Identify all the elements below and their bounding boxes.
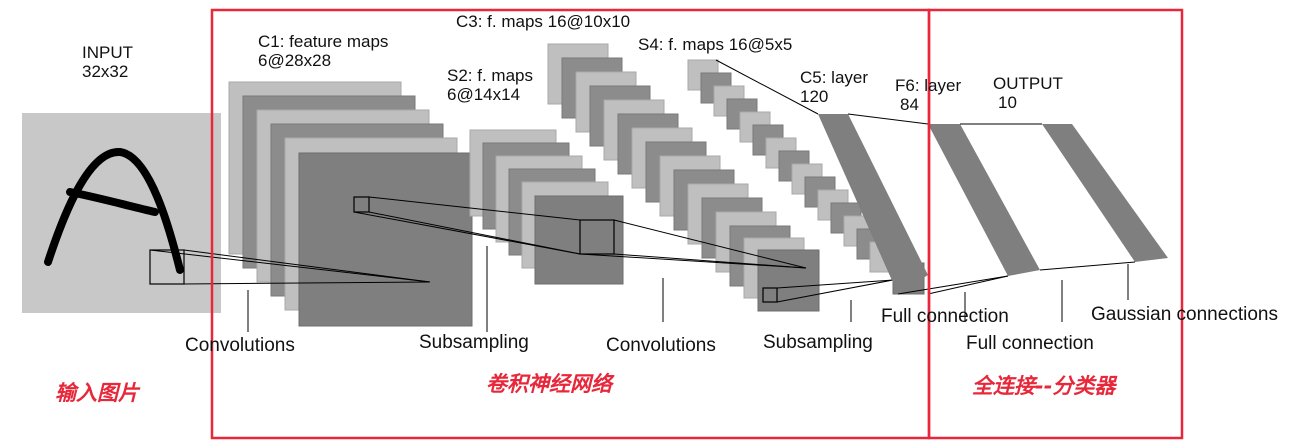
output-label: OUTPUT <box>993 74 1063 93</box>
sub2-projection-lines <box>776 279 894 303</box>
c3-receptive-field <box>762 287 778 303</box>
classifier-frame <box>927 8 1184 440</box>
input-image-annotation: 输入图片 <box>55 381 139 405</box>
conv2-projection-lines <box>579 219 807 269</box>
s2-label: S2: f. maps <box>447 66 533 85</box>
sub1-label: Subsampling <box>419 332 529 353</box>
classifier-annotation: 全连接--分类器 <box>972 374 1116 398</box>
s2-size: 6@14x14 <box>447 85 521 104</box>
conv1-label: Convolutions <box>185 335 295 356</box>
full1-label: Full connection <box>881 306 1009 327</box>
f6-size: 84 <box>900 95 919 114</box>
sub1-projection-lines <box>353 196 581 255</box>
c3-label: C3: f. maps 16@10x10 <box>456 12 631 31</box>
c5-label: C5: layer <box>800 68 869 87</box>
s2-receptive-field <box>579 219 615 255</box>
s2-feature-map-stack <box>469 129 624 285</box>
c1-label: C1: feature maps <box>258 32 389 51</box>
c1-size: 6@28x28 <box>258 51 332 70</box>
c5-size: 120 <box>800 87 829 106</box>
input-image-box <box>22 113 221 313</box>
fc-connection-lines <box>715 59 1136 295</box>
gauss-label: Gaussian connections <box>1091 304 1278 325</box>
c3-feature-map-stack <box>547 43 820 312</box>
input-size: 32x32 <box>82 62 129 81</box>
s4-label: S4: f. maps 16@5x5 <box>638 35 793 54</box>
sub2-label: Subsampling <box>763 332 873 353</box>
operation-markers <box>247 246 1129 332</box>
cnn-annotation: 卷积神经网络 <box>486 372 612 396</box>
input-receptive-field <box>149 249 185 285</box>
s4-feature-map-stack <box>687 59 925 295</box>
c1-receptive-field <box>353 196 370 213</box>
conv1-projection-lines <box>149 249 431 285</box>
conv2-label: Convolutions <box>606 335 716 356</box>
handwritten-a-glyph <box>44 148 184 274</box>
c5-f6-output-bands <box>818 114 1168 294</box>
f6-label: F6: layer <box>895 76 962 95</box>
output-size: 10 <box>998 93 1017 112</box>
full2-label: Full connection <box>966 333 1094 354</box>
input-label: INPUT <box>82 43 133 62</box>
c1-feature-map-stack <box>228 81 473 327</box>
